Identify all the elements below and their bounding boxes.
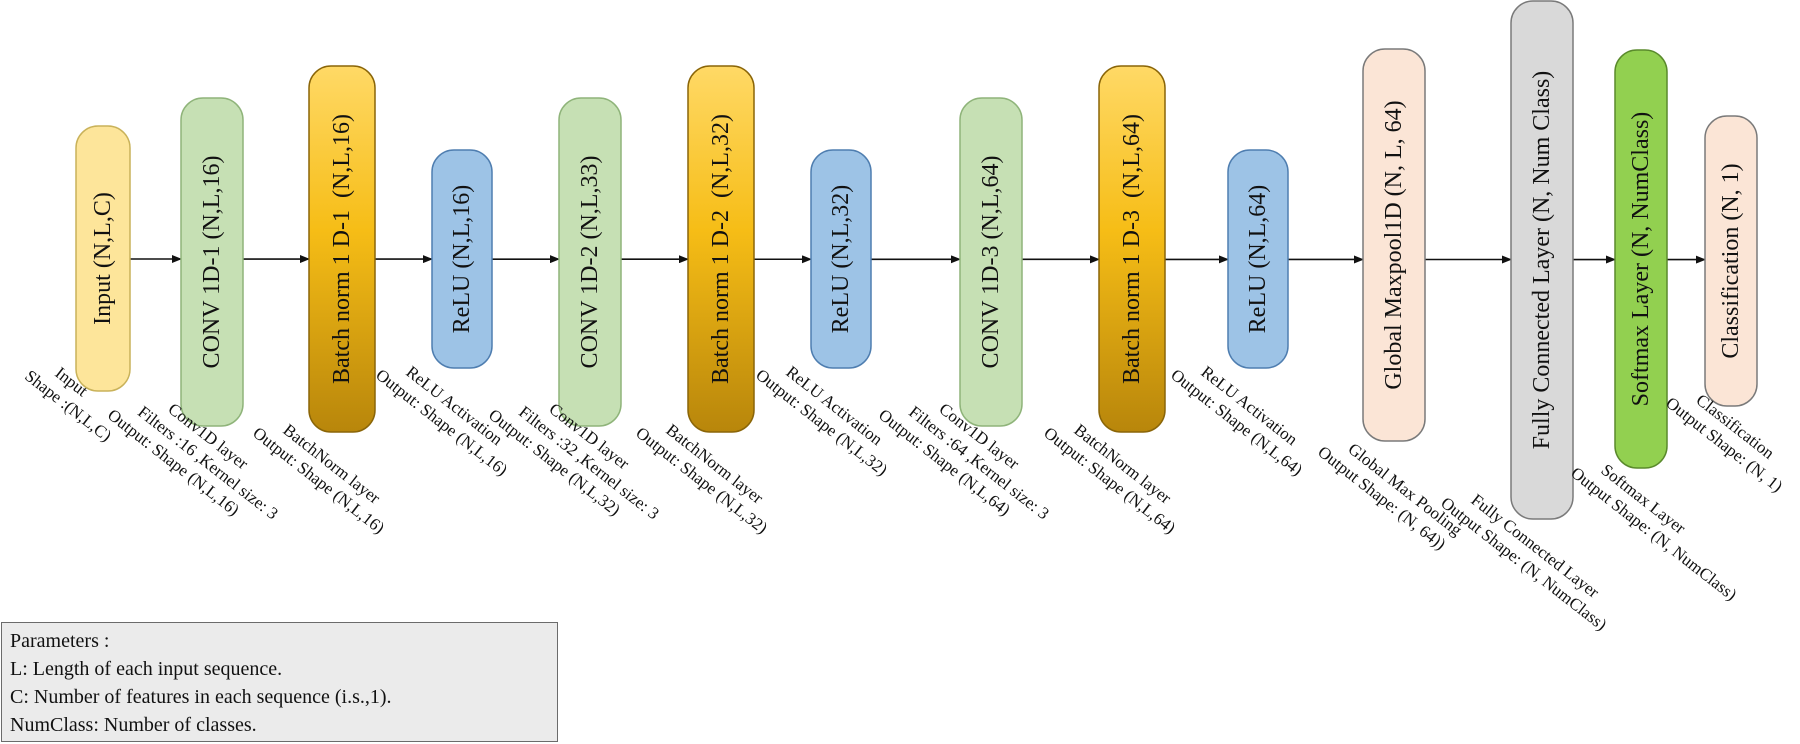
node-conv2: CONV 1D-2 (N,L,33) — [558, 97, 622, 427]
parameters-legend: Parameters : L: Length of each input seq… — [1, 622, 558, 742]
node-gmp-description: Global Max PoolingOutput Shape: (N, 64)) — [1314, 426, 1466, 557]
node-conv1-label: CONV 1D-1 (N,L,16) — [199, 156, 225, 369]
node-bn1-box — [308, 65, 376, 433]
node-input-box — [75, 125, 131, 392]
connection-arrows — [130, 255, 1706, 264]
node-gmp-box — [1362, 48, 1426, 442]
node-gmp-label: Global Maxpool1D (N, L, 64) — [1381, 100, 1407, 389]
node-softmax: Softmax Layer (N, NumClass) — [1614, 49, 1668, 469]
node-bn3: Batch norm 1 D-3 (N,L,64) — [1098, 65, 1166, 433]
node-bn3-box — [1098, 65, 1166, 433]
node-relu3-box — [1227, 149, 1289, 369]
node-bn1-label: Batch norm 1 D-1 (N,L,16) — [329, 114, 355, 384]
node-fc: Fully Connected Layer (N, Num Class) — [1510, 0, 1574, 520]
node-classification: Classification (N, 1) — [1704, 115, 1758, 407]
node-fc-box — [1510, 0, 1574, 520]
node-gmp: Global Maxpool1D (N, L, 64) — [1362, 48, 1426, 442]
node-softmax-box — [1614, 49, 1668, 469]
node-classification-box — [1704, 115, 1758, 407]
node-relu3-description: ReLU ActivationOutput: Shape (N,L,64) — [1167, 349, 1319, 480]
node-classification-label: Classification (N, 1) — [1718, 163, 1744, 358]
node-input-label: Input (N,L,C) — [90, 192, 116, 325]
parameter-numclass: NumClass: Number of classes. — [10, 714, 257, 736]
node-conv1: CONV 1D-1 (N,L,16) — [180, 97, 244, 427]
node-conv2-box — [558, 97, 622, 427]
node-bn1: Batch norm 1 D-1 (N,L,16) — [308, 65, 376, 433]
node-relu3-label: ReLU (N,L,64) — [1245, 185, 1271, 334]
node-relu2-label: ReLU (N,L,32) — [828, 185, 854, 334]
node-bn2: Batch norm 1 D-2 (N,L,32) — [687, 65, 755, 433]
node-conv3-box — [959, 97, 1023, 427]
parameter-length: L: Length of each input sequence. — [10, 658, 283, 680]
parameter-features: C: Number of features in each sequence (… — [10, 686, 392, 708]
node-input: Input (N,L,C) — [75, 125, 131, 392]
node-relu3: ReLU (N,L,64) — [1227, 149, 1289, 369]
node-bn2-box — [687, 65, 755, 433]
node-conv1-box — [180, 97, 244, 427]
node-relu2-box — [810, 149, 872, 369]
layer-nodes: Input (N,L,C) CONV 1D-1 (N,L,16) Batch nor… — [75, 0, 1758, 520]
node-conv3: CONV 1D-3 (N,L,64) — [959, 97, 1023, 427]
node-bn2-label: Batch norm 1 D-2 (N,L,32) — [708, 114, 734, 384]
node-relu2: ReLU (N,L,32) — [810, 149, 872, 369]
node-fc-label: Fully Connected Layer (N, Num Class) — [1529, 71, 1555, 450]
node-relu1-box — [431, 149, 493, 369]
parameters-title: Parameters : — [10, 630, 110, 652]
node-relu1: ReLU (N,L,16) — [431, 149, 493, 369]
node-softmax-label: Softmax Layer (N, NumClass) — [1628, 112, 1654, 407]
node-bn3-label: Batch norm 1 D-3 (N,L,64) — [1119, 114, 1145, 384]
node-conv2-label: CONV 1D-2 (N,L,33) — [577, 156, 603, 369]
node-relu1-label: ReLU (N,L,16) — [449, 185, 475, 334]
node-conv3-label: CONV 1D-3 (N,L,64) — [978, 156, 1004, 369]
